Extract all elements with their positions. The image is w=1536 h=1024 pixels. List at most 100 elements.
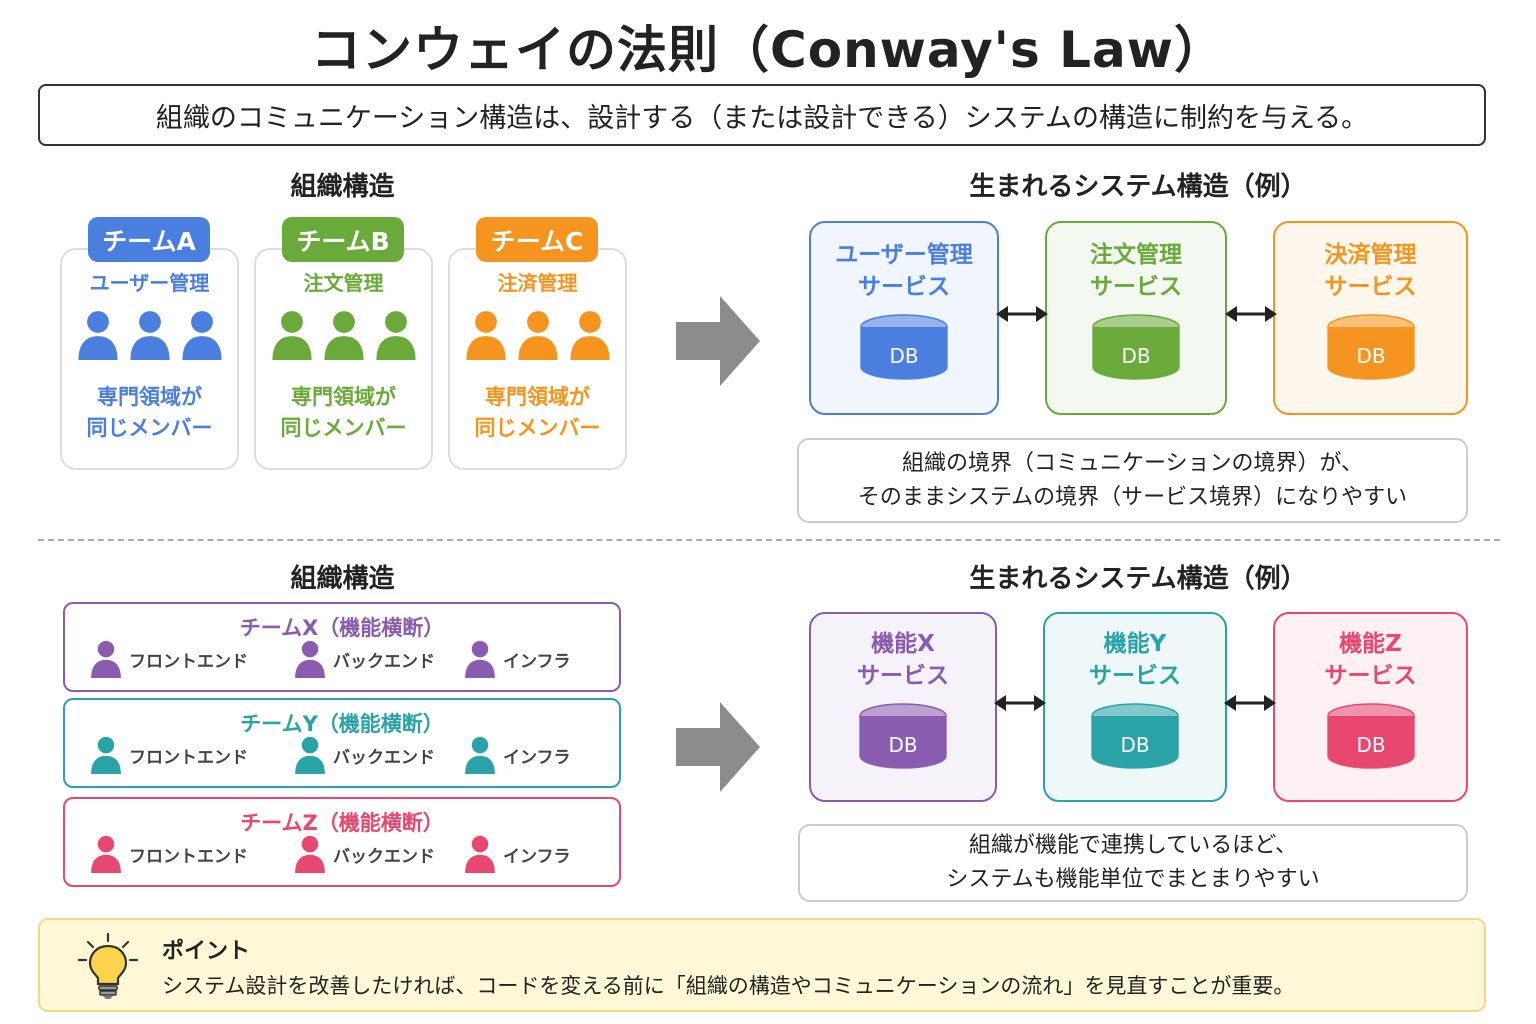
team-title: チームY（機能横断） (240, 712, 444, 736)
service-db: DB (811, 702, 995, 772)
team-member: バックエンド (293, 736, 435, 774)
team-member: インフラ (463, 835, 571, 873)
team-members (254, 310, 433, 360)
service-name: 決済管理 サービス (1275, 239, 1466, 303)
service-db: DB (811, 313, 997, 383)
database-icon: DB (860, 314, 948, 380)
person-icon (465, 311, 506, 360)
database-icon: DB (1326, 314, 1415, 380)
person-icon (375, 311, 416, 360)
service-name-line2: サービス (858, 274, 950, 300)
system-structure-title-1: 生まれるシステム構造（例） (969, 172, 1307, 202)
person-icon (91, 640, 121, 678)
person-icon (91, 835, 121, 873)
service-name: ユーザー管理 サービス (811, 239, 997, 303)
team-member: フロントエンド (89, 640, 248, 678)
team-description-line2: 同じメンバー (86, 416, 213, 440)
team-description: 専門領域が 同じメンバー (448, 382, 627, 444)
member-role: インフラ (503, 747, 571, 768)
team-description-line1: 専門領域が (485, 385, 590, 409)
service-db: DB (1275, 702, 1466, 772)
team-role: 注文管理 (303, 271, 384, 295)
service-name: 機能X サービス (811, 628, 995, 692)
database-icon: DB (1091, 703, 1179, 769)
team-badge: チームA (88, 217, 210, 262)
team-description-line2: 同じメンバー (280, 416, 407, 440)
page-title: コンウェイの法則（Conway's Law） (311, 21, 1225, 79)
cross-functional-team: チームX（機能横断） フロントエンド バックエンド インフラ (63, 602, 621, 692)
database-icon: DB (1092, 314, 1180, 380)
service-box: 機能Y サービス DB (1043, 612, 1227, 802)
person-icon (295, 736, 325, 774)
service-name-line2: サービス (857, 663, 949, 689)
member-role: フロントエンド (129, 846, 248, 867)
team-description: 専門領域が 同じメンバー (254, 382, 433, 444)
service-name-line1: ユーザー管理 (835, 242, 973, 268)
team-title: チームX（機能横断） (239, 616, 445, 640)
person-icon (295, 835, 325, 873)
person-icon (181, 311, 222, 360)
team-description-line1: 専門領域が (97, 385, 202, 409)
team-member: フロントエンド (89, 835, 248, 873)
service-box: 決済管理 サービス DB (1273, 221, 1468, 415)
service-name-line1: 機能Y (1103, 631, 1167, 657)
right-arrow-icon (676, 296, 760, 386)
service-name: 機能Y サービス (1045, 628, 1225, 692)
service-name-line1: 機能X (871, 631, 935, 657)
service-name: 機能Z サービス (1275, 628, 1466, 692)
org-structure-title-1: 組織構造 (290, 172, 395, 202)
member-role: バックエンド (333, 846, 435, 867)
team-member: フロントエンド (89, 736, 248, 774)
org-structure-title-2: 組織構造 (290, 564, 395, 594)
member-role: フロントエンド (129, 651, 248, 672)
member-role: インフラ (503, 846, 571, 867)
boundary-note-line1: 組織の境界（コミュニケーションの境界）が、 (901, 450, 1364, 476)
person-icon (569, 311, 610, 360)
db-label: DB (888, 733, 917, 757)
db-label: DB (1120, 733, 1149, 757)
person-icon (465, 835, 495, 873)
team-description: 専門領域が 同じメンバー (60, 382, 239, 444)
team-member: バックエンド (293, 640, 435, 678)
team-badge: チームC (476, 217, 598, 262)
service-db: DB (1045, 702, 1225, 772)
team-description-line1: 専門領域が (291, 385, 396, 409)
database-icon: DB (1326, 703, 1415, 769)
db-label: DB (1356, 344, 1385, 368)
person-icon (295, 640, 325, 678)
cross-functional-team: チームZ（機能横断） フロントエンド バックエンド インフラ (63, 797, 621, 887)
point-box (38, 918, 1486, 1012)
service-box: 注文管理 サービス DB (1045, 221, 1227, 415)
db-label: DB (1121, 344, 1150, 368)
team-badge: チームB (282, 217, 404, 262)
service-name-line1: 注文管理 (1090, 242, 1182, 268)
boundary-note-line2: そのままシステムの境界（サービス境界）になりやすい (857, 484, 1408, 510)
team-description-line2: 同じメンバー (474, 416, 601, 440)
team-role: ユーザー管理 (89, 271, 210, 295)
cross-functional-team: チームY（機能横断） フロントエンド バックエンド インフラ (63, 698, 621, 788)
right-arrow-icon (676, 702, 760, 792)
person-icon (517, 311, 558, 360)
point-title: ポイント (162, 939, 251, 964)
service-name-line2: サービス (1090, 274, 1182, 300)
boundary-note: 組織の境界（コミュニケーションの境界）が、 そのままシステムの境界（サービス境界… (797, 438, 1468, 523)
service-name-line2: サービス (1324, 274, 1417, 300)
double-arrow-icon (1224, 695, 1276, 711)
db-label: DB (1356, 733, 1385, 757)
person-icon (129, 311, 170, 360)
team-member: インフラ (463, 640, 571, 678)
service-box: 機能X サービス DB (809, 612, 997, 802)
service-name-line2: サービス (1324, 663, 1417, 689)
person-icon (271, 311, 312, 360)
service-box: 機能Z サービス DB (1273, 612, 1468, 802)
team-members (448, 310, 627, 360)
function-note-line2: システムも機能単位でまとまりやすい (946, 867, 1320, 892)
lightbulb-icon (77, 932, 139, 999)
function-note-line1: 組織が機能で連携しているほど、 (968, 833, 1298, 858)
db-label: DB (889, 344, 918, 368)
member-role: バックエンド (333, 651, 435, 672)
team-member: インフラ (463, 736, 571, 774)
service-db: DB (1275, 313, 1466, 383)
double-arrow-icon (1225, 306, 1277, 322)
team-title: チームZ（機能横断） (240, 811, 444, 835)
